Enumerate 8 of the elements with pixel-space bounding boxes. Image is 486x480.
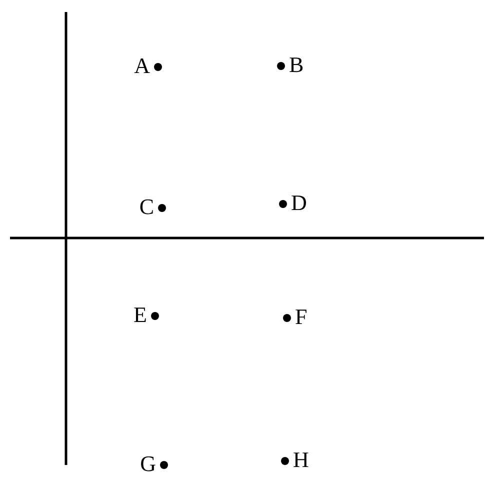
point-label: C (139, 195, 154, 219)
point-label: A (134, 54, 150, 78)
point-label: E (134, 303, 147, 327)
point-label: B (289, 53, 304, 77)
point-label: H (293, 448, 309, 472)
point-label: G (140, 452, 156, 476)
point-label: F (295, 305, 308, 329)
point-label: D (291, 191, 307, 215)
